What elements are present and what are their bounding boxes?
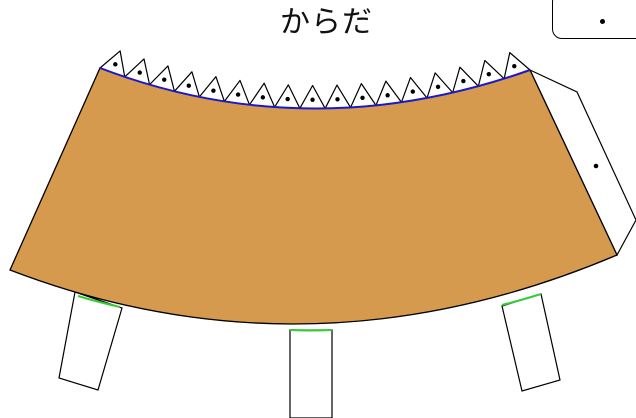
bottom-leg-tabs [58,291,561,418]
tab-dot [285,96,290,102]
tab-dot [335,97,340,102]
tab-dot [512,63,517,69]
tab-dot [137,70,142,75]
side-tab-dot [593,163,599,169]
tab-dot [486,71,492,77]
template-title: からだ [280,5,373,40]
top-glue-tab [349,83,377,109]
leg-tab-center [289,329,333,418]
leg-tab-left [58,291,123,391]
tab-dot [310,97,315,102]
tab-dot [162,77,167,82]
top-glue-tab [324,84,352,110]
top-fold-line [99,67,531,110]
tab-dot [235,92,241,97]
tab-dot [410,89,415,94]
corner-dot-icon [600,19,605,24]
tab-dot [186,83,192,88]
top-glue-tab [274,84,301,109]
tab-dot [260,95,266,100]
leg-tab-right [501,293,561,392]
corner-card [552,0,636,39]
bottom-mark-right [501,293,542,306]
top-glue-tab [375,80,403,106]
bottom-mark-center [289,329,333,332]
top-glue-tab [299,84,326,110]
tab-dot [113,62,118,67]
top-glue-tab [248,82,276,108]
tab-dot [360,95,365,101]
tab-dot [211,88,216,93]
tab-dot [461,78,466,84]
bottom-mark-left [77,295,121,308]
tab-dot [435,84,441,90]
tab-dot [385,93,390,98]
